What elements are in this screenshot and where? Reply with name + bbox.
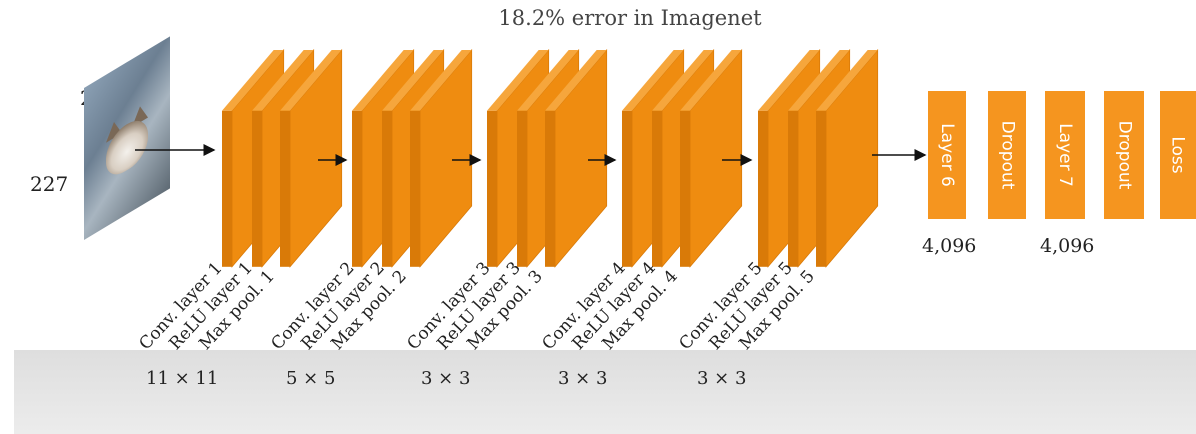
dropout-2: Dropout [1104, 91, 1144, 219]
fc-label: Loss [1168, 136, 1189, 174]
fc-label: Layer 7 [1055, 123, 1075, 187]
fc-layer-7-size: 4,096 [1040, 235, 1095, 257]
conv-slab-1-3 [280, 48, 343, 268]
fc-layer-6-size: 4,096 [922, 235, 977, 257]
conv-slab-2-3 [410, 48, 473, 268]
input-width-label: 227 [30, 172, 69, 196]
kernel-size-1: 11 × 11 [146, 368, 219, 389]
kernel-size-4: 3 × 3 [558, 368, 608, 389]
kernel-size-2: 5 × 5 [286, 368, 336, 389]
kernel-size-5: 3 × 3 [697, 368, 747, 389]
fc-label: Layer 6 [937, 123, 957, 187]
dropout-1: Dropout [988, 91, 1026, 219]
fc-label: Dropout [997, 120, 1017, 190]
fc-label: Dropout [1114, 120, 1134, 190]
diagram-title: 18.2% error in Imagenet [498, 6, 762, 30]
fc-layer-6: Layer 6 [928, 91, 966, 219]
conv-slab-3-3 [545, 48, 608, 268]
loss-layer: Loss [1160, 91, 1196, 219]
conv-slab-4-3 [680, 48, 743, 268]
kernel-size-3: 3 × 3 [421, 368, 471, 389]
bottom-band [14, 350, 1196, 434]
fc-layer-7: Layer 7 [1045, 91, 1085, 219]
conv-slab-5-3 [816, 48, 879, 268]
